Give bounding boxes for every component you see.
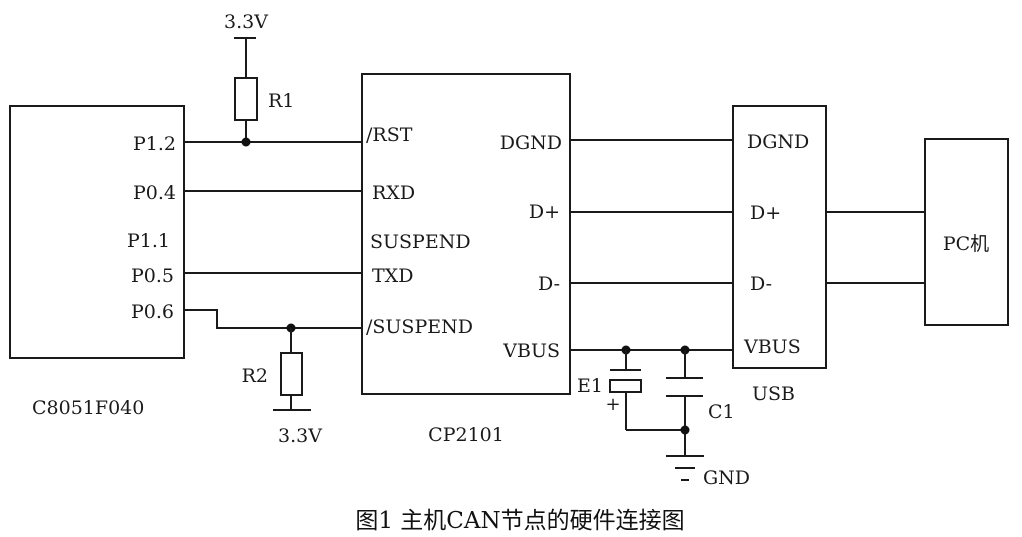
r1-label: R1 — [268, 90, 294, 112]
mcu-pin-p1-1: P1.1 — [127, 230, 170, 252]
mcu-pin-p1-2: P1.2 — [133, 133, 176, 155]
resistor-r1: 3.3V R1 — [224, 11, 294, 147]
usb-pin-dgnd: DGND — [747, 131, 809, 153]
e1-label: E1 — [577, 375, 603, 397]
bridge-pin-rxd: RXD — [372, 182, 415, 204]
usb-block: DGND D+ D- VBUS USB — [732, 105, 827, 405]
bridge-box — [361, 73, 571, 395]
e1-body — [609, 379, 642, 393]
resistor-r2: R2 3.3V — [242, 323, 322, 447]
usb-pin-dplus: D+ — [750, 202, 781, 224]
bridge-pin-rst: /RST — [366, 124, 413, 146]
wire-p0-6-suspend — [184, 309, 362, 329]
usb-pin-vbus: VBUS — [743, 336, 801, 358]
bridge-pin-dgnd: DGND — [500, 132, 562, 154]
capacitor-c1: C1 — [666, 345, 735, 456]
ground-symbol: GND — [666, 455, 750, 489]
r1-supply-label: 3.3V — [224, 11, 268, 33]
mcu-pin-p0-6: P0.6 — [131, 301, 174, 323]
r2-label: R2 — [242, 365, 268, 387]
figure-caption: 图1 主机CAN节点的硬件连接图 — [355, 508, 684, 534]
e1-polarity: + — [605, 394, 620, 415]
r2-supply-label: 3.3V — [278, 425, 322, 447]
r1-body — [234, 77, 258, 121]
r2-body — [280, 352, 303, 396]
capacitor-e1: E1 + — [577, 345, 685, 431]
bridge-pin-dminus: D- — [538, 273, 560, 295]
usb-name: USB — [752, 383, 795, 405]
mcu-block: P1.2 P0.4 P1.1 P0.5 P0.6 C8051F040 — [9, 105, 185, 419]
usb-box — [732, 105, 827, 369]
usb-pin-dminus: D- — [750, 273, 772, 295]
bridge-name: CP2101 — [428, 424, 504, 446]
bridge-pin-suspend: SUSPEND — [370, 231, 471, 253]
bridge-pin-txd: TXD — [372, 265, 413, 287]
c1-ground-junction — [680, 425, 690, 435]
c1-label: C1 — [708, 401, 735, 423]
pc-box — [924, 138, 1009, 326]
mcu-name: C8051F040 — [32, 397, 144, 419]
pc-block: PC机 — [924, 138, 1009, 326]
bridge-block: /RST RXD SUSPEND TXD /SUSPEND DGND D+ D-… — [361, 73, 571, 446]
bridge-pin-dplus: D+ — [529, 201, 560, 223]
bridge-pin-vbus: VBUS — [502, 340, 560, 362]
bridge-pin-nsuspend: /SUSPEND — [366, 316, 473, 338]
r1-junction — [241, 137, 251, 147]
mcu-pin-p0-5: P0.5 — [131, 265, 174, 287]
mcu-pin-p0-4: P0.4 — [133, 182, 176, 204]
mcu-box — [9, 105, 185, 359]
gnd-label: GND — [703, 467, 750, 489]
pc-name: PC机 — [943, 233, 989, 255]
